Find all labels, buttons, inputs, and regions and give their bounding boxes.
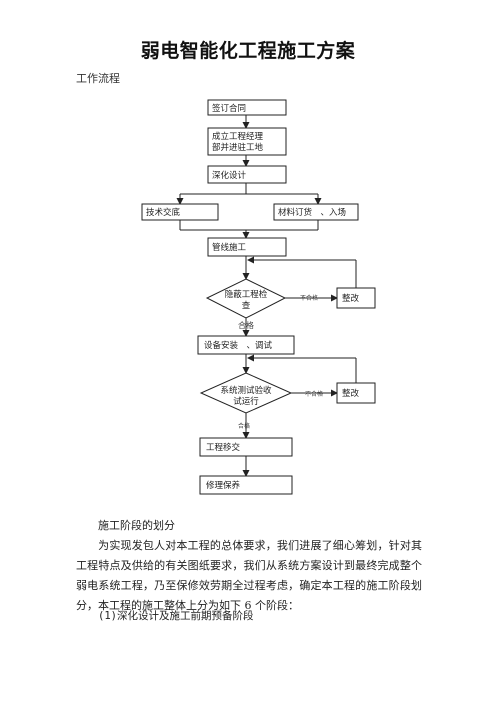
node-warranty <box>199 475 293 495</box>
node-hidden-check-diamond <box>205 278 287 319</box>
label-equip-install: 设备安装 、调试 <box>204 340 273 351</box>
node-rectify-2 <box>336 382 376 404</box>
node-system-test-diamond <box>199 372 293 414</box>
label-pass-2: 合格 <box>238 422 250 430</box>
workflow-subheading: 工作流程 <box>76 72 120 85</box>
label-tech-briefing: 技术交底 <box>146 207 181 218</box>
label-pipeline: 管线施工 <box>212 242 247 253</box>
label-setup-line2: 部并进驻工地 <box>212 142 264 153</box>
label-rectify-1: 整改 <box>342 293 360 304</box>
node-setup-project-dept <box>207 127 287 156</box>
section-heading: 施工阶段的划分 <box>98 519 175 532</box>
node-pipeline <box>207 237 287 257</box>
label-system-test-line1: 系统测试验收 <box>220 385 272 396</box>
label-fail-2: 不合格 <box>305 390 323 398</box>
node-equip-install <box>197 335 295 355</box>
label-handover: 工程移交 <box>206 442 241 453</box>
label-warranty: 修理保养 <box>206 480 241 491</box>
label-rectify-2: 整改 <box>342 388 360 399</box>
label-sign-contract: 签订合同 <box>212 103 246 114</box>
body-paragraph: 为实现发包人对本工程的总体要求，我们进展了细心筹划，针对其工程特点及供给的有关图… <box>76 536 422 616</box>
label-deep-design: 深化设计 <box>212 170 247 181</box>
node-deep-design <box>207 165 287 184</box>
document-title: 弱电智能化工程施工方案 <box>140 40 356 62</box>
body-text: 为实现发包人对本工程的总体要求，我们进展了细心筹划，针对其工程特点及供给的有关图… <box>76 539 422 612</box>
node-materials <box>273 203 359 221</box>
label-fail-1: 不合格 <box>300 294 318 302</box>
label-hidden-check-line1: 隐蔽工程检 <box>225 289 268 300</box>
node-tech-briefing <box>141 203 219 221</box>
node-rectify-1 <box>336 287 376 309</box>
label-setup-line1: 成立工程经理 <box>212 131 264 142</box>
label-materials: 材料订货 、入场 <box>278 207 346 218</box>
workflow-flowchart: 签订合同 成立工程经理 部并进驻工地 深化设计 技术交底 材料订货 、入场 管线… <box>141 99 376 495</box>
node-handover <box>199 437 293 457</box>
phase-1-item: (1)深化设计及施工前期预备阶段 <box>98 610 254 622</box>
label-pass-1: 合格 <box>238 320 254 330</box>
label-system-test-line2: 试运行 <box>233 396 259 407</box>
node-sign-contract <box>207 99 287 116</box>
label-hidden-check-line2: 查 <box>242 300 251 311</box>
